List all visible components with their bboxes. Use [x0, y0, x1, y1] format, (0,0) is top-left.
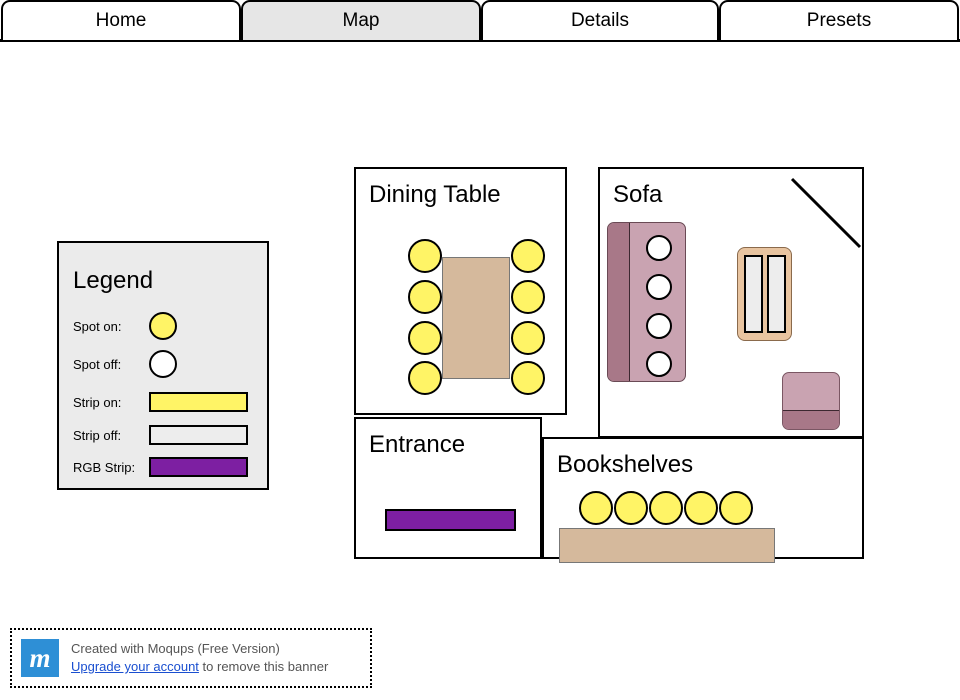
- legend-label: Spot on:: [73, 318, 122, 334]
- room-title: Sofa: [613, 181, 663, 208]
- tab-label: Home: [95, 10, 147, 31]
- legend-title: Legend: [73, 267, 154, 294]
- tab-home[interactable]: Home: [1, 0, 241, 40]
- upgrade-account-link[interactable]: Upgrade your account: [71, 659, 199, 674]
- tab-bar: Home Map Details Presets: [0, 0, 960, 42]
- banner-line-1: Created with Moqups (Free Version): [71, 640, 280, 656]
- rgb-strip-light[interactable]: [385, 509, 516, 531]
- tab-label: Presets: [806, 10, 872, 31]
- moqups-logo-icon: m: [21, 639, 59, 677]
- legend-panel: Legend Spot on: Spot off: Strip on: Stri…: [57, 241, 269, 490]
- legend-label: Spot off:: [73, 356, 122, 372]
- legend-swatch-rgb-strip: [149, 457, 248, 477]
- strip-light[interactable]: [767, 255, 786, 333]
- spot-light[interactable]: [646, 313, 672, 339]
- room-bookshelves[interactable]: Bookshelves: [542, 437, 864, 563]
- tab-map[interactable]: Map: [241, 0, 481, 40]
- spot-light[interactable]: [719, 491, 753, 525]
- tab-details[interactable]: Details: [481, 0, 719, 40]
- spot-light[interactable]: [511, 239, 545, 273]
- tab-presets[interactable]: Presets: [719, 0, 959, 40]
- legend-row-spot-off: Spot off:: [73, 347, 263, 381]
- spot-light[interactable]: [646, 351, 672, 377]
- legend-swatch-strip-on: [149, 392, 248, 412]
- room-dining-table[interactable]: Dining Table: [354, 167, 567, 415]
- spot-light[interactable]: [646, 274, 672, 300]
- legend-label: Strip off:: [73, 427, 122, 443]
- sofa-backrest: [608, 223, 630, 381]
- legend-row-rgb-strip: RGB Strip:: [73, 450, 263, 484]
- wall-divider-icon: [790, 177, 862, 249]
- spot-light[interactable]: [684, 491, 718, 525]
- dining-table-surface: [442, 257, 510, 379]
- tab-label: Details: [570, 10, 630, 31]
- room-entrance[interactable]: Entrance: [354, 417, 542, 559]
- room-title: Entrance: [369, 431, 466, 458]
- room-sofa[interactable]: Sofa: [598, 167, 864, 438]
- room-title: Dining Table: [369, 181, 501, 208]
- ottoman-base: [783, 410, 839, 429]
- legend-row-spot-on: Spot on:: [73, 309, 263, 343]
- spot-light[interactable]: [408, 239, 442, 273]
- spot-light[interactable]: [511, 361, 545, 395]
- banner-line-2: Upgrade your account to remove this bann…: [71, 658, 328, 676]
- spot-light[interactable]: [646, 235, 672, 261]
- moqups-banner: m Created with Moqups (Free Version) Upg…: [10, 628, 372, 688]
- bookshelf-surface: [559, 528, 775, 563]
- cabinet-furniture: [737, 247, 792, 341]
- spot-light[interactable]: [579, 491, 613, 525]
- legend-swatch-spot-off: [149, 350, 177, 378]
- sofa-furniture: [607, 222, 686, 382]
- strip-light[interactable]: [744, 255, 763, 333]
- tab-label: Map: [342, 10, 380, 31]
- ottoman-furniture: [782, 372, 840, 430]
- legend-swatch-spot-on: [149, 312, 177, 340]
- banner-line-2-rest: to remove this banner: [198, 659, 329, 674]
- banner-text: Created with Moqups (Free Version) Upgra…: [71, 640, 328, 677]
- spot-light[interactable]: [614, 491, 648, 525]
- spot-light[interactable]: [408, 361, 442, 395]
- room-title: Bookshelves: [557, 451, 694, 478]
- legend-swatch-strip-off: [149, 425, 248, 445]
- spot-light[interactable]: [511, 321, 545, 355]
- legend-label: Strip on:: [73, 394, 122, 410]
- spot-light[interactable]: [408, 321, 442, 355]
- spot-light[interactable]: [649, 491, 683, 525]
- spot-light[interactable]: [511, 280, 545, 314]
- legend-row-strip-on: Strip on:: [73, 385, 263, 419]
- legend-row-strip-off: Strip off:: [73, 418, 263, 452]
- legend-label: RGB Strip:: [73, 459, 136, 475]
- spot-light[interactable]: [408, 280, 442, 314]
